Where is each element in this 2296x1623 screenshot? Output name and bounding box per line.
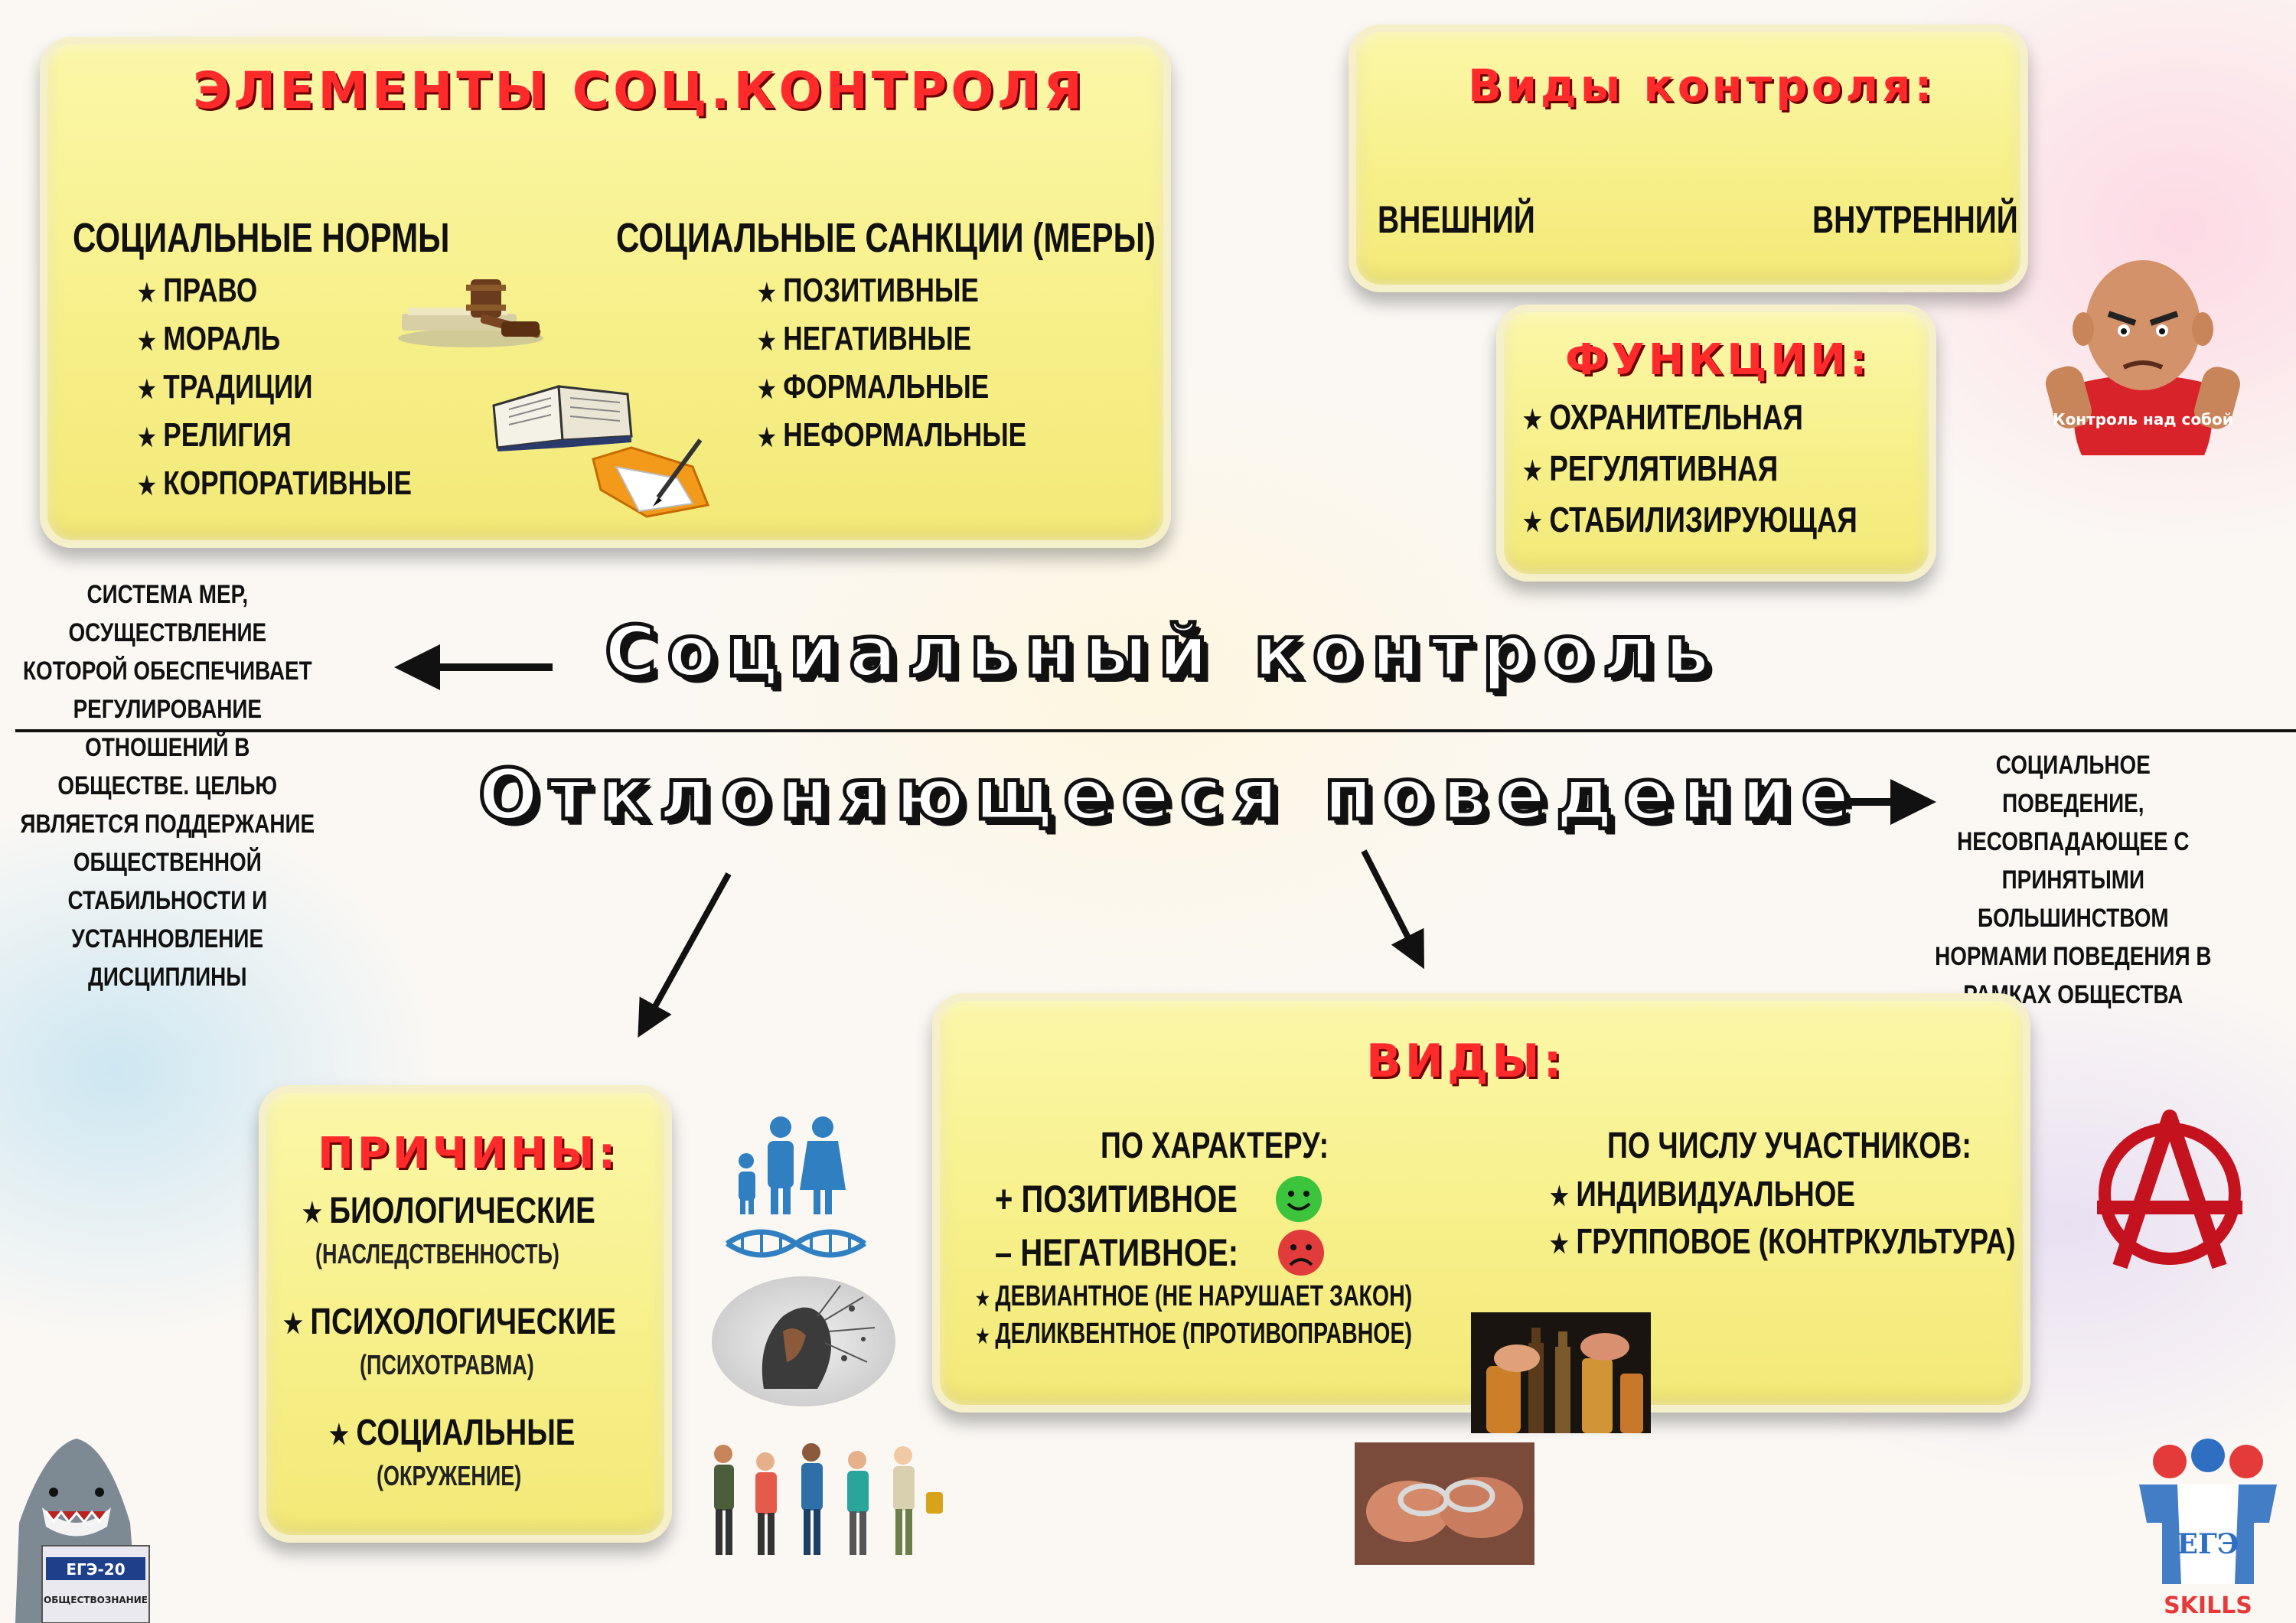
control-type-external: внешний xyxy=(1378,198,1535,241)
ege-skills-logo: ЕГЭ SKILLS xyxy=(2139,1439,2277,1619)
drinks-photo-icon xyxy=(1471,1312,1651,1433)
control-types-title: Виды контроля: xyxy=(1468,60,1936,112)
handcuffs-photo-icon xyxy=(1355,1442,1534,1565)
arrow-to-causes xyxy=(638,872,732,1038)
social-control-definition: система мер, осуществление которой обесп… xyxy=(20,580,315,992)
gavel-icon xyxy=(398,279,543,347)
functions-panel xyxy=(1496,305,1936,582)
character-negative: – негативное: xyxy=(995,1231,1239,1274)
logo-text: ЕГЭ xyxy=(2177,1528,2239,1560)
character-positive: + позитивное xyxy=(995,1178,1238,1221)
causes-title: Причины: xyxy=(318,1129,620,1178)
smile-face-icon xyxy=(1276,1176,1322,1222)
functions-item-2: ★стабилизирующая xyxy=(1523,500,1857,539)
arrow-to-kinds xyxy=(1361,849,1424,970)
social-control-title: Социальный контроль xyxy=(602,609,1720,695)
participants-item-0: ★индивидуальное xyxy=(1550,1174,1855,1214)
norms-item-4: ★корпоративные xyxy=(138,464,412,502)
causes-item-0: ★биологические xyxy=(302,1191,595,1231)
sanctions-item-3: ★неформальные xyxy=(758,416,1027,454)
character-sub-0: ★девиантное (не нарушает закон) xyxy=(976,1280,1413,1312)
tshirt-text: Контроль над собой xyxy=(2053,410,2233,429)
control-types-panel xyxy=(1349,24,2028,292)
shark-mascot-icon: ЕГЭ-20 ОБЩЕСТВОЗНАНИЕ xyxy=(15,1439,150,1623)
kinds-title: Виды: xyxy=(1366,1035,1566,1088)
poster-text: ЕГЭ-20 xyxy=(66,1560,125,1579)
norms-item-0: ★право xyxy=(138,272,258,309)
anarchy-symbol-icon xyxy=(2097,1110,2242,1269)
causes-note-2: (окружение) xyxy=(377,1460,522,1491)
norms-item-2: ★традиции xyxy=(138,368,313,406)
sanctions-item-0: ★позитивные xyxy=(758,272,979,309)
control-type-internal: внутренний xyxy=(1812,198,2018,241)
norms-item-3: ★религия xyxy=(138,416,292,454)
participants-heading: по числу участников: xyxy=(1607,1126,1971,1166)
character-sub-1: ★деликвентное (противоправное) xyxy=(976,1318,1412,1350)
causes-note-1: (психотравма) xyxy=(360,1349,534,1380)
psychology-image-icon xyxy=(712,1276,895,1406)
sanctions-item-2: ★формальные xyxy=(758,368,990,406)
deviant-title: Отклоняющееся поведение xyxy=(476,752,1861,838)
norms-heading: Социальные нормы xyxy=(73,215,450,261)
deviant-definition: социальное поведение, несовпадающее с пр… xyxy=(1935,751,2212,1009)
frown-face-icon xyxy=(1278,1230,1324,1276)
causes-item-2: ★социальные xyxy=(329,1413,576,1453)
angry-man-icon: Контроль над собой xyxy=(2045,260,2241,455)
functions-item-1: ★регулятивная xyxy=(1523,448,1779,488)
sanctions-item-1: ★негативные xyxy=(758,320,972,357)
participants-item-1: ★групповое (контркультура) xyxy=(1550,1221,2016,1261)
elements-title: Элементы соц.контроля xyxy=(193,61,1086,120)
causes-panel xyxy=(259,1085,672,1543)
folder-pen-icon xyxy=(592,438,710,518)
causes-item-1: ★психологические xyxy=(283,1302,617,1342)
skills-text: SKILLS xyxy=(2164,1592,2252,1619)
functions-title: Функции: xyxy=(1565,335,1871,385)
norms-item-1: ★мораль xyxy=(138,320,281,357)
causes-note-0: (наследственность) xyxy=(315,1238,559,1269)
book-icon xyxy=(492,385,633,451)
sanctions-heading: Социальные санкции (меры) xyxy=(616,215,1156,261)
people-group-icon xyxy=(714,1443,943,1555)
family-dna-icon xyxy=(726,1116,866,1258)
character-heading: по характеру: xyxy=(1101,1126,1329,1166)
functions-item-0: ★охранительная xyxy=(1523,397,1803,437)
poster-sub: ОБЩЕСТВОЗНАНИЕ xyxy=(44,1595,148,1605)
